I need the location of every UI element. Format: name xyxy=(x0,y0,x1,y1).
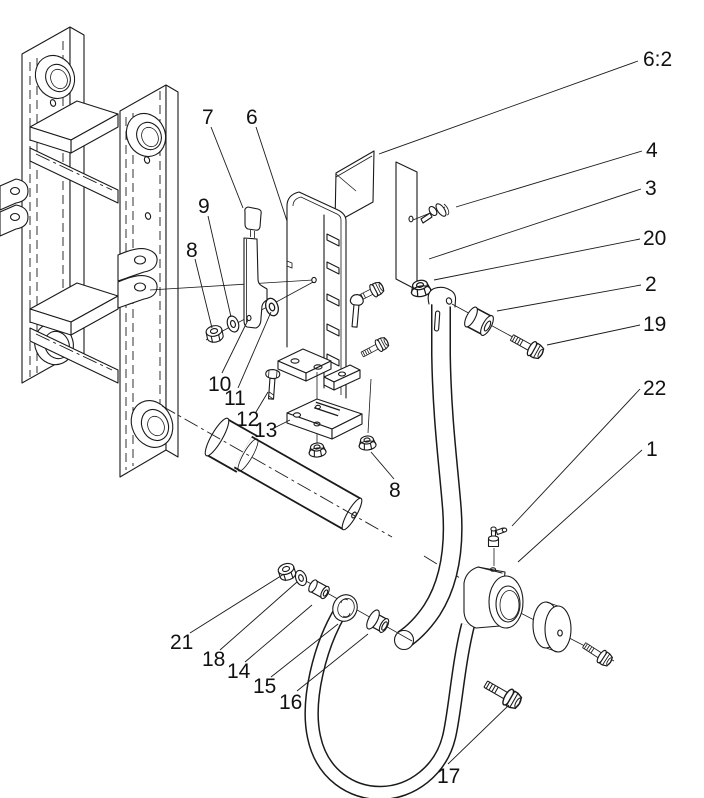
frame-right-clevis xyxy=(117,248,158,309)
leader-part-label-12 xyxy=(255,391,269,413)
bearing-boss-top-right xyxy=(125,112,167,158)
arm-eye xyxy=(332,594,358,622)
hub-body xyxy=(463,566,524,629)
eye-stack xyxy=(276,561,413,642)
flanged-bushing-16 xyxy=(366,609,390,633)
leader-part-label-8-upper xyxy=(194,258,213,329)
leader-part-label-14 xyxy=(244,604,313,663)
plate-hole xyxy=(144,212,152,220)
part-label-2: 2 xyxy=(645,273,657,296)
bracket-assembly xyxy=(149,191,372,443)
frame-left-lugs xyxy=(0,178,29,237)
leader-part-label-17 xyxy=(447,704,510,765)
leader-part-label-4 xyxy=(455,150,643,208)
part-label-8-upper: 8 xyxy=(186,239,198,262)
leader-part-label-10 xyxy=(221,319,249,374)
part-label-11: 11 xyxy=(224,387,246,410)
pivot-hub-assembly xyxy=(463,526,616,713)
leader-part-label-21 xyxy=(189,573,285,634)
part-label-18: 18 xyxy=(202,648,225,671)
frame-weldment xyxy=(0,26,179,478)
part-label-20: 20 xyxy=(643,227,666,250)
leader-part-label-18 xyxy=(219,581,298,651)
strap-end xyxy=(393,629,415,651)
spacer-14 xyxy=(308,579,330,600)
leader-part-label-7 xyxy=(210,126,244,209)
frame-bottom-rail xyxy=(29,282,119,384)
nut-21 xyxy=(276,561,298,583)
bearing-boss-top-left xyxy=(34,54,76,100)
part-label-1: 1 xyxy=(646,438,658,461)
part-label-6: 6 xyxy=(246,106,258,129)
part-label-9: 9 xyxy=(198,195,210,218)
leader-part-label-15 xyxy=(270,623,339,678)
leader-part-label-1 xyxy=(517,449,643,563)
part-label-7: 7 xyxy=(202,106,214,129)
leader-part-label-13 xyxy=(273,419,291,429)
leader-part-label-3 xyxy=(428,188,642,260)
bolt-12 xyxy=(265,368,281,400)
part-label-10: 10 xyxy=(208,373,231,396)
grease-zerk-22 xyxy=(487,526,508,548)
screw-4 xyxy=(412,203,450,224)
frame-top-rail xyxy=(29,100,119,204)
bearing-boss-bottom-right xyxy=(130,400,174,448)
lever-hole xyxy=(246,314,252,322)
u-arm-rod xyxy=(304,608,476,798)
leader-part-label-6-2 xyxy=(378,60,639,155)
leader-part-label-22 xyxy=(511,388,641,527)
leader-part-label-20 xyxy=(433,238,641,281)
shim-panel-6-2 xyxy=(334,150,375,224)
plate-hole xyxy=(143,156,151,164)
washer-9 xyxy=(224,313,242,335)
side-panel-3 xyxy=(395,161,418,291)
slotted-block-13 xyxy=(286,398,363,440)
leader-part-label-16 xyxy=(296,633,369,692)
bracket-foot xyxy=(277,348,332,382)
flange-nut-8-left xyxy=(307,441,328,459)
sensor-lever-7 xyxy=(243,206,268,329)
part-label-3: 3 xyxy=(645,177,657,200)
leader-part-label-6 xyxy=(255,126,288,222)
part-label-21: 21 xyxy=(170,631,193,654)
part-label-19: 19 xyxy=(643,313,666,336)
leader-part-label-8-lower xyxy=(370,451,395,480)
bracket-hole xyxy=(311,276,317,284)
part-label-15: 15 xyxy=(253,675,276,698)
leader-part-label-2 xyxy=(496,284,642,312)
centerline-roller-axis xyxy=(161,405,393,538)
part-label-8-lower: 8 xyxy=(389,479,401,502)
flange-bolt-b xyxy=(358,334,391,361)
strap-link xyxy=(393,286,463,651)
disc-bolt xyxy=(579,638,616,669)
part-label-22: 22 xyxy=(643,377,666,400)
leader-part-label-9 xyxy=(207,215,232,318)
end-disc xyxy=(532,601,572,653)
part-label-14: 14 xyxy=(227,660,251,683)
part-label-6-2: 6:2 xyxy=(643,48,672,71)
part-label-13: 13 xyxy=(254,419,277,442)
plate-hole xyxy=(49,99,57,107)
bushing-2-and-bolt-19 xyxy=(451,303,547,362)
part-label-17: 17 xyxy=(437,765,460,788)
carriage-bolt xyxy=(349,294,364,328)
flange-nut-8-right xyxy=(357,434,378,452)
bolt-17 xyxy=(480,675,525,713)
bracket-lower-foot xyxy=(323,364,361,391)
bolt-19 xyxy=(507,330,547,362)
leader-part-label-19 xyxy=(546,324,641,346)
part-label-16: 16 xyxy=(279,691,302,714)
part-label-4: 4 xyxy=(646,139,658,162)
nut-8-upper xyxy=(204,323,225,345)
frame-front-plate xyxy=(117,84,179,478)
part-label-12: 12 xyxy=(236,408,259,431)
leader-part-label-11 xyxy=(237,311,272,389)
